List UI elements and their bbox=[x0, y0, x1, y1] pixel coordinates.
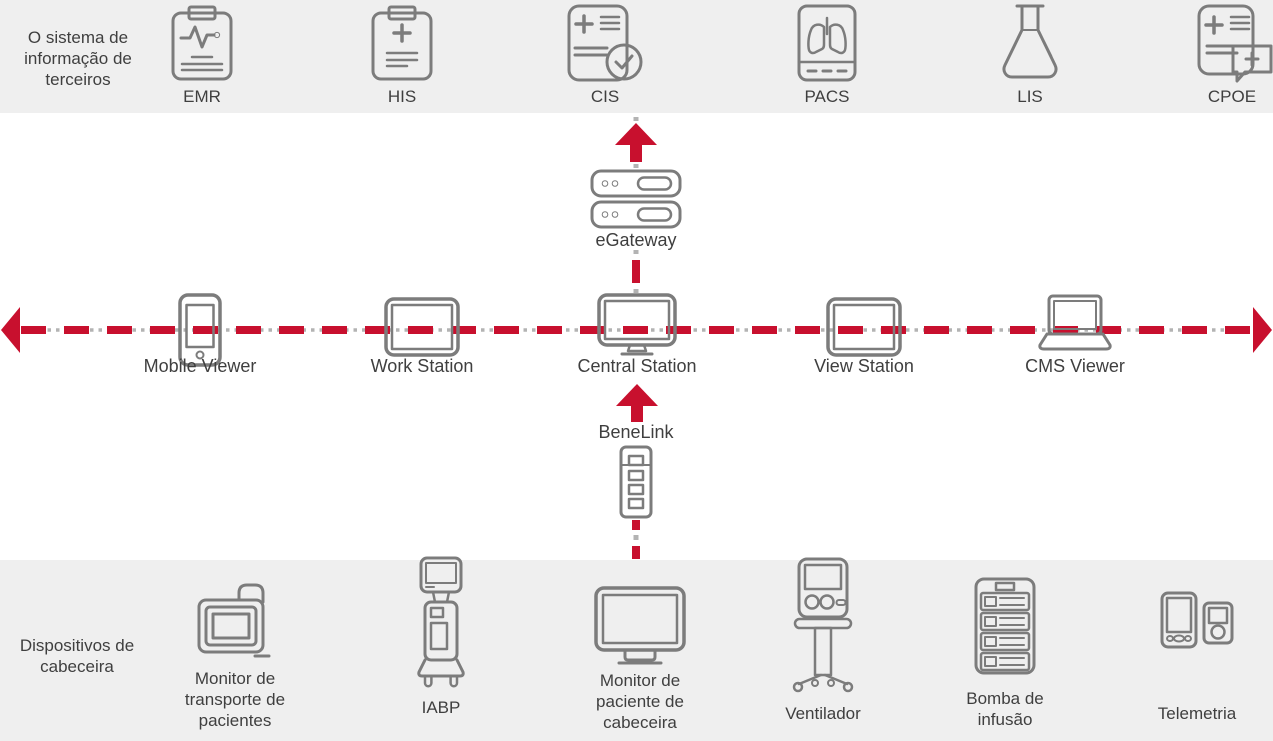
cpoe-icon bbox=[1189, 4, 1273, 84]
work-station-tablet-icon bbox=[383, 296, 461, 358]
bottom-item-label-transport-monitor: Monitor de transporte de pacientes bbox=[184, 669, 286, 731]
pacs-icon bbox=[791, 4, 863, 84]
cms-viewer-laptop-icon bbox=[1035, 293, 1115, 355]
station-label-cms-viewer: CMS Viewer bbox=[1025, 356, 1125, 376]
up-arrow-to-central-station bbox=[611, 384, 663, 424]
transport-monitor-icon bbox=[193, 580, 277, 660]
cms-network-line bbox=[0, 300, 1273, 360]
bottom-band-title: Dispositivos de cabeceira bbox=[19, 636, 135, 677]
top-item-label-his: HIS bbox=[387, 87, 417, 106]
bottom-item-label-ventilator: Ventilador bbox=[785, 704, 861, 723]
emr-icon bbox=[165, 5, 239, 83]
egateway-server-icon bbox=[590, 169, 682, 231]
iabp-cart-icon bbox=[412, 556, 470, 696]
gateway-to-central-connector bbox=[630, 250, 642, 296]
infusion-pump-stack-icon bbox=[972, 575, 1038, 677]
station-label-central-station: Central Station bbox=[577, 356, 697, 376]
top-item-label-pacs: PACS bbox=[804, 87, 850, 106]
bottom-item-label-infusion-pump: Bomba de infusão bbox=[966, 689, 1044, 730]
station-label-view-station: View Station bbox=[814, 356, 914, 376]
bottom-item-label-telemetry: Telemetria bbox=[1157, 704, 1237, 723]
top-band-title: O sistema de informação de terceiros bbox=[24, 28, 132, 90]
benelink-to-devices-connector bbox=[630, 519, 642, 561]
station-label-work-station: Work Station bbox=[370, 356, 474, 376]
top-item-label-cis: CIS bbox=[590, 87, 620, 106]
central-station-monitor-icon bbox=[596, 292, 678, 358]
mobile-viewer-smartphone-icon bbox=[177, 292, 223, 368]
egateway-label: eGateway bbox=[595, 230, 677, 250]
telemetry-devices-icon bbox=[1159, 590, 1237, 650]
top-item-label-lis: LIS bbox=[1017, 87, 1043, 106]
top-item-label-emr: EMR bbox=[183, 87, 221, 106]
bottom-item-label-bedside-monitor: Monitor de paciente de cabeceira bbox=[596, 671, 684, 733]
cis-icon bbox=[563, 4, 647, 84]
station-label-mobile-viewer: Mobile Viewer bbox=[143, 356, 257, 376]
bottom-item-label-iabp: IABP bbox=[421, 698, 461, 717]
bedside-devices-band: Dispositivos de cabeceira Monitor de tra… bbox=[0, 556, 1273, 741]
lis-icon bbox=[992, 2, 1068, 84]
benelink-module-rack-icon bbox=[618, 444, 654, 520]
top-item-label-cpoe: CPOE bbox=[1207, 87, 1257, 106]
up-arrow-to-cis bbox=[610, 117, 662, 169]
view-station-tablet-icon bbox=[825, 296, 903, 358]
ventilator-icon bbox=[784, 557, 862, 695]
third-party-systems-band: O sistema de informação de terceiros EMR bbox=[0, 0, 1273, 113]
benelink-label: BeneLink bbox=[598, 422, 674, 442]
bedside-monitor-icon bbox=[593, 585, 687, 665]
his-icon bbox=[365, 5, 439, 83]
